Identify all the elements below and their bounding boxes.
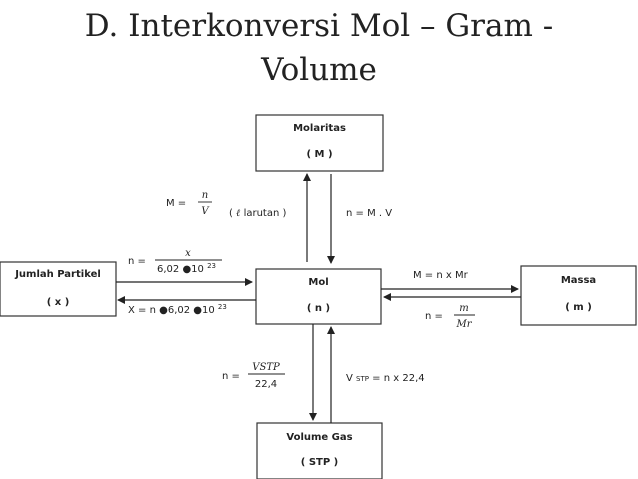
formula-mass-numerator: m (459, 303, 468, 314)
formula-molarity-note-l: ℓ (236, 208, 240, 219)
formula-gas-rest: = n x 22,4 (372, 373, 424, 384)
formula-molarity-note-rest: larutan ) (244, 208, 287, 219)
formula-x-from-n-exp: 23 (218, 303, 227, 311)
formula-particles-numerator: x (185, 248, 191, 259)
box-molaritas-symbol: ( M ) (306, 149, 332, 160)
formula-gas-lhs: n = (222, 371, 240, 382)
box-massa: Massa ( m ) (520, 265, 637, 326)
box-partikel-label: Jumlah Partikel (14, 269, 101, 280)
formula-x-from-n: X = n ●6,02 ●10 23 (128, 303, 227, 316)
formula-molarity-note-open: ( (229, 208, 233, 219)
box-molaritas: Molaritas ( M ) (255, 114, 384, 172)
formula-gas-volume: V STP = n x 22,4 (346, 373, 425, 384)
slide-title: D. Interkonversi Mol – Gram - Volume (0, 4, 638, 92)
box-gas: Volume Gas ( STP ) (256, 422, 383, 479)
formula-molarity: M = n V ( ℓ larutan ) (166, 190, 286, 219)
box-massa-symbol: ( m ) (565, 302, 592, 313)
box-mol-label: Mol (308, 277, 328, 288)
box-gas-symbol: ( STP ) (301, 457, 338, 468)
formula-gas-sub: STP (356, 375, 369, 383)
box-partikel-symbol: ( x ) (47, 297, 70, 308)
box-molaritas-label: Molaritas (293, 123, 346, 134)
formula-molarity-numerator: n (202, 190, 208, 201)
box-mol-symbol: ( n ) (307, 303, 330, 314)
formula-mass-from-n: M = n x Mr (413, 270, 469, 281)
title-line-2: Volume (261, 52, 377, 88)
formula-n-from-particles: n = x 6,02 ●10 23 (128, 248, 222, 275)
formula-gas-v: V (346, 373, 353, 384)
formula-molarity-denominator: V (201, 206, 210, 217)
formula-particles-lhs: n = (128, 256, 146, 267)
formula-gas-denominator: 22,4 (255, 379, 277, 390)
formula-x-from-n-text: X = n ●6,02 ●10 (128, 305, 215, 316)
formula-particles-den-exp: 23 (207, 262, 216, 270)
formula-n-from-molarity: n = M . V (346, 208, 392, 219)
formula-n-from-mass: n = m Mr (425, 303, 475, 330)
box-massa-label: Massa (561, 275, 596, 286)
formula-n-from-gas: n = VSTP 22,4 (222, 362, 285, 390)
title-line-1: D. Interkonversi Mol – Gram - (84, 8, 554, 44)
formula-mass-denominator: Mr (455, 319, 472, 330)
box-partikel: Jumlah Partikel ( x ) (0, 261, 117, 317)
formula-particles-den-base: 6,02 ●10 (157, 264, 204, 275)
box-gas-label: Volume Gas (286, 432, 352, 443)
svg-text:6,02 ●10 23: 6,02 ●10 23 (157, 262, 216, 275)
formula-gas-numerator: VSTP (252, 362, 280, 373)
formula-mass-lhs: n = (425, 311, 443, 322)
formula-molarity-lhs: M = (166, 198, 186, 209)
svg-text:( ℓ larutan ): ( ℓ larutan ) (229, 208, 286, 219)
box-mol: Mol ( n ) (255, 268, 382, 325)
